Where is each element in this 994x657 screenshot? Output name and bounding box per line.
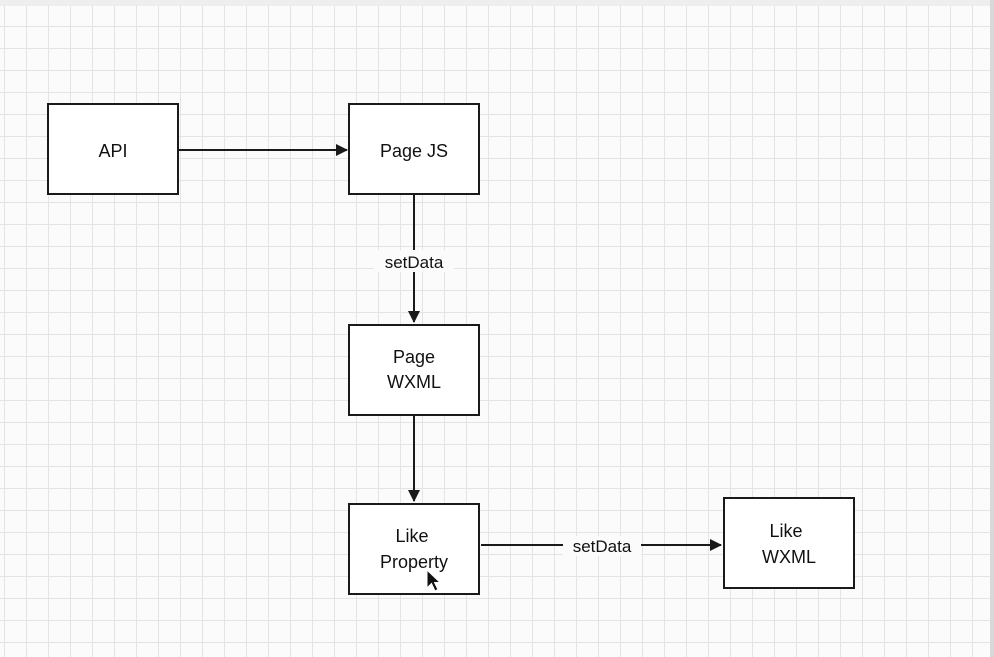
node-page-wxml[interactable]: Page WXML xyxy=(348,324,480,416)
node-label: Page JS xyxy=(380,141,448,161)
node-label-line-1: Page xyxy=(393,347,435,367)
node-like-wxml[interactable]: Like WXML xyxy=(723,497,855,589)
node-like-property[interactable]: Like Property xyxy=(348,503,480,595)
right-edge xyxy=(990,0,994,657)
node-label-line-1: Like xyxy=(395,526,428,546)
edge-label-setdata: setData xyxy=(573,537,632,556)
node-label-line-2: Property xyxy=(380,552,448,572)
node-label-line-2: WXML xyxy=(762,547,816,567)
mouse-pointer-icon xyxy=(426,568,442,592)
edge-label-setdata: setData xyxy=(385,253,444,272)
edge-like-property-to-like-wxml[interactable]: setData xyxy=(481,536,722,556)
node-page-js[interactable]: Page JS xyxy=(348,103,480,195)
node-label-line-2: WXML xyxy=(387,372,441,392)
node-label: API xyxy=(98,141,127,161)
node-api[interactable]: API xyxy=(47,103,179,195)
edge-label-bg xyxy=(563,536,641,556)
top-bar xyxy=(0,0,994,6)
node-label-line-1: Like xyxy=(769,521,802,541)
edge-page-js-to-page-wxml[interactable]: setData xyxy=(374,195,454,323)
edge-label-bg xyxy=(374,250,454,272)
